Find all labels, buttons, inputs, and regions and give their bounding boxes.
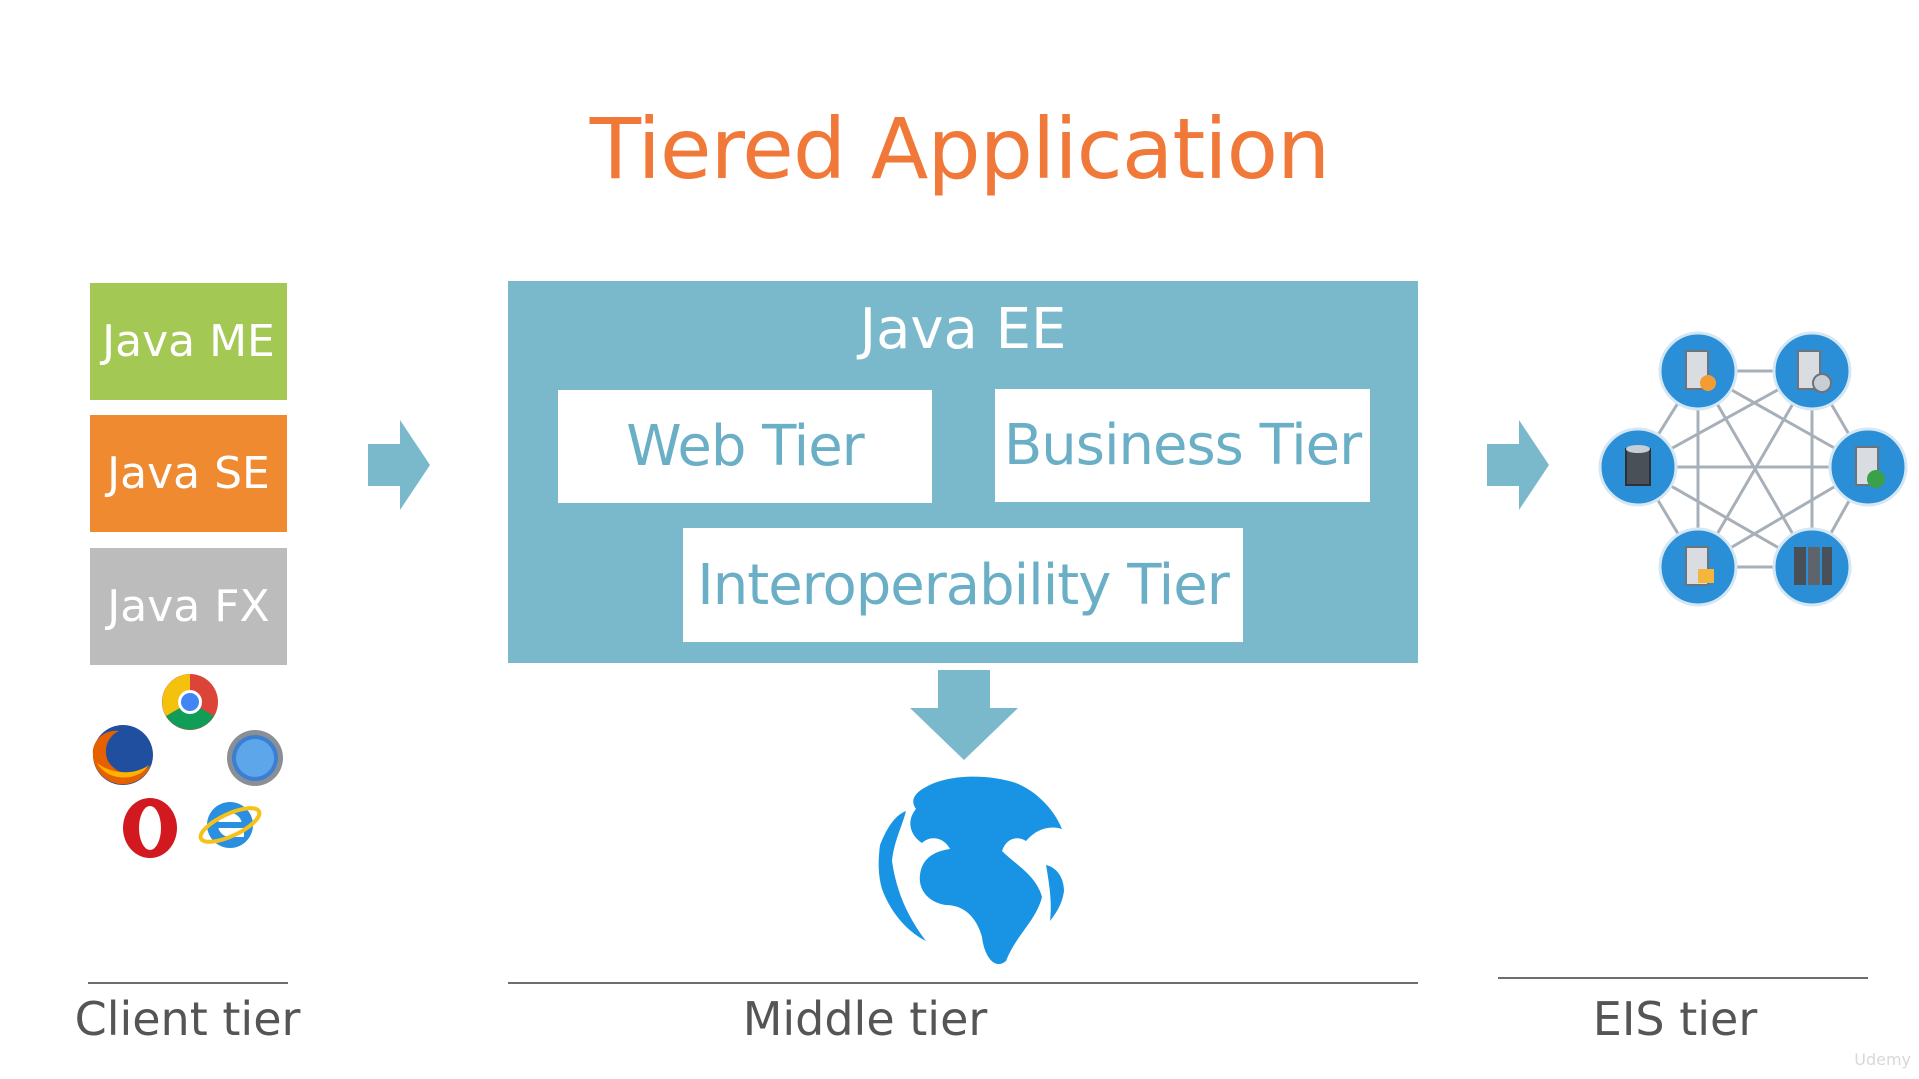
eis-tier-label: EIS tier — [1592, 992, 1758, 1046]
business-tier-label: Business Tier — [1003, 413, 1362, 478]
arrow-right-icon — [1487, 420, 1549, 510]
interoperability-tier-label: Interoperability Tier — [697, 552, 1229, 618]
chrome-icon — [162, 674, 218, 730]
web-tier-box: Web Tier — [558, 390, 932, 503]
arrow-down-icon — [910, 670, 1018, 760]
safari-icon — [227, 730, 283, 786]
interoperability-tier-box: Interoperability Tier — [683, 528, 1243, 642]
server-node-icon — [1658, 331, 1738, 411]
firefox-icon — [92, 725, 153, 785]
globe-icon — [874, 770, 1074, 970]
arrow-right-icon — [368, 420, 430, 510]
business-tier-box: Business Tier — [995, 389, 1370, 502]
middle-tier-label: Middle tier — [742, 992, 988, 1046]
java-fx-label: Java FX — [107, 581, 270, 632]
java-se-label: Java SE — [107, 448, 270, 499]
eis-tier-rule — [1498, 977, 1868, 979]
server-node-icon — [1658, 527, 1738, 607]
udemy-watermark: Udemy — [1854, 1050, 1911, 1069]
client-tier-label: Client tier — [74, 992, 301, 1046]
server-node-icon — [1828, 427, 1908, 507]
client-tier-rule — [88, 982, 288, 984]
java-ee-title: Java EE — [859, 297, 1067, 362]
java-ee-container: Java EE Web Tier Business Tier Interoper… — [508, 281, 1418, 663]
java-me-box: Java ME — [90, 283, 287, 400]
server-node-icon — [1598, 427, 1678, 507]
java-fx-box: Java FX — [90, 548, 287, 665]
web-tier-label: Web Tier — [626, 414, 864, 479]
server-node-icon — [1772, 527, 1852, 607]
eis-network-diagram — [1598, 331, 1908, 607]
server-node-icon — [1772, 331, 1852, 411]
java-se-box: Java SE — [90, 415, 287, 532]
browser-icons — [92, 674, 283, 858]
internet-explorer-icon — [198, 802, 262, 848]
middle-tier-rule — [508, 982, 1418, 984]
opera-icon — [123, 798, 177, 858]
slide-title: Tiered Application — [589, 100, 1330, 198]
java-me-label: Java ME — [102, 316, 275, 367]
